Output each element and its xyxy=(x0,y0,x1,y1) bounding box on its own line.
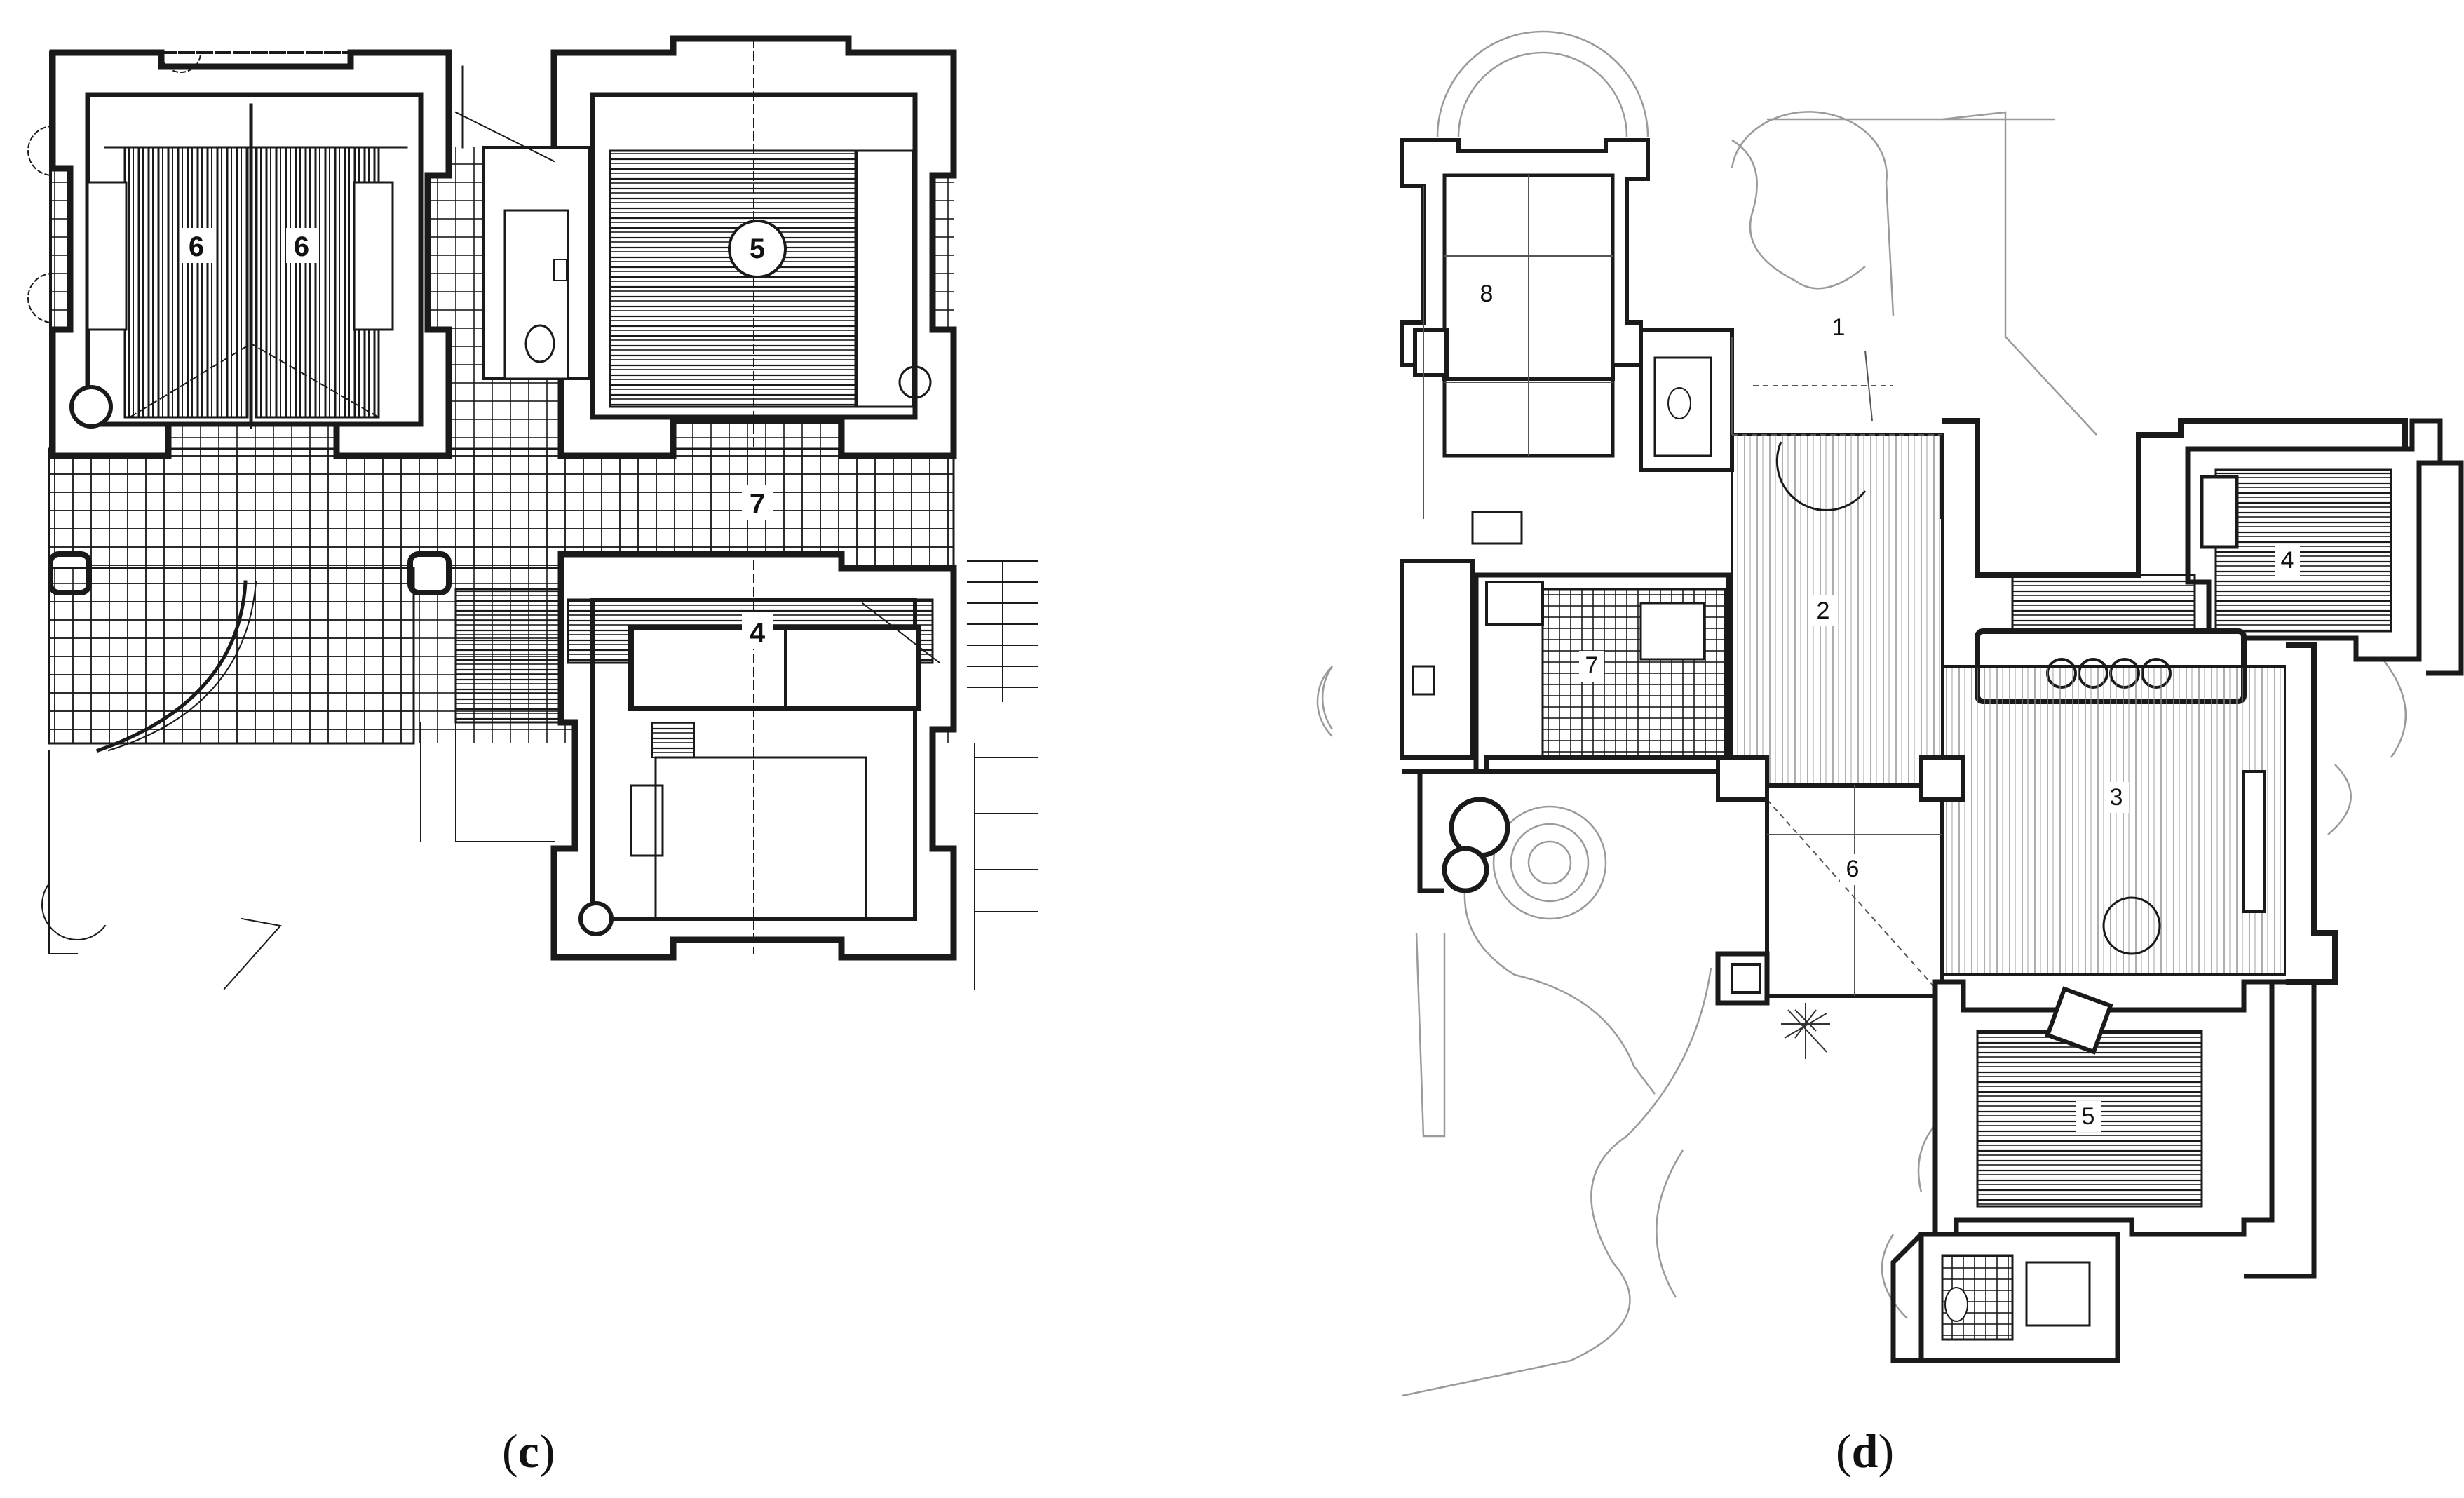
label-d-room-3: 3 xyxy=(2110,784,2123,811)
caption-c-letter: c xyxy=(517,1424,539,1478)
floor-plan-d xyxy=(1316,30,2464,1397)
room-labels-d: 8 1 2 4 7 3 6 5 xyxy=(1474,277,2300,1132)
room-5-floor xyxy=(609,149,857,408)
label-c-room-5: 5 xyxy=(750,234,765,264)
label-d-room-6: 6 xyxy=(1846,856,1860,882)
label-d-room-1: 1 xyxy=(1832,314,1846,341)
label-c-room-7: 7 xyxy=(750,489,765,520)
caption-c-open: ( xyxy=(502,1424,518,1478)
caption-d-close: ) xyxy=(1878,1424,1895,1478)
room-6-left-floor xyxy=(123,146,249,419)
label-d-room-8: 8 xyxy=(1480,281,1494,307)
room-2-floor xyxy=(1731,433,1944,794)
figure-caption-d: (d) xyxy=(1836,1424,1894,1479)
room-3-floor xyxy=(1941,665,2287,976)
label-c-room-4: 4 xyxy=(750,618,766,649)
label-d-room-4: 4 xyxy=(2281,547,2294,574)
figure-caption-c: (c) xyxy=(502,1424,555,1479)
label-d-room-2: 2 xyxy=(1817,598,1830,624)
floor-plan-c xyxy=(27,35,1038,990)
label-d-room-5: 5 xyxy=(2082,1103,2095,1130)
label-c-room-6a: 6 xyxy=(189,231,204,262)
caption-d-open: ( xyxy=(1836,1424,1852,1478)
label-c-room-6b: 6 xyxy=(294,231,309,262)
room-labels-c: 6 6 5 7 4 xyxy=(181,228,773,649)
label-d-room-7: 7 xyxy=(1585,652,1599,679)
caption-d-letter: d xyxy=(1851,1424,1879,1478)
shrub-symbol xyxy=(1781,1003,1830,1059)
caption-c-close: ) xyxy=(539,1424,555,1478)
